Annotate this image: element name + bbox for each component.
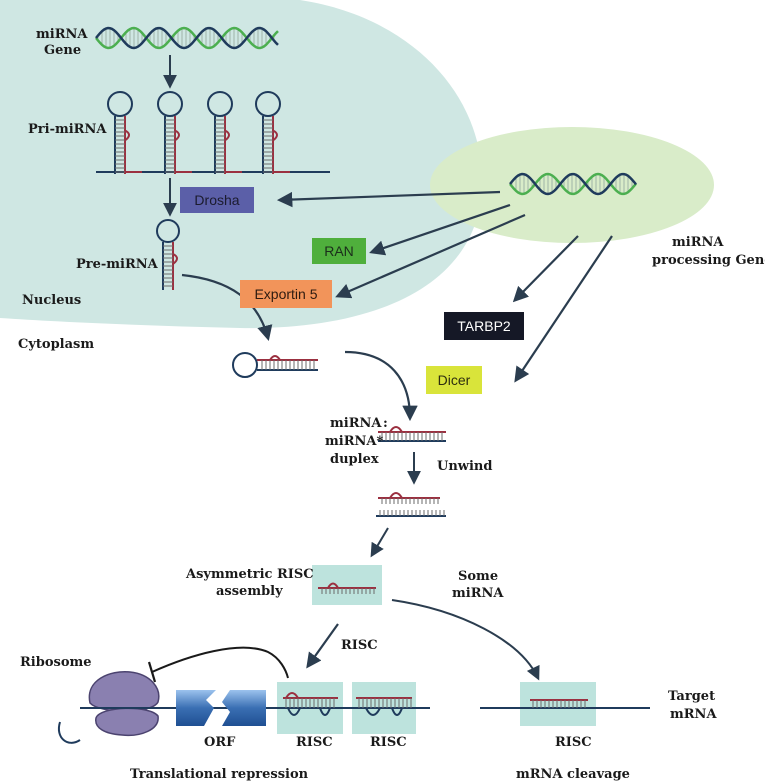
- mirna-gene-label-1: miRNA: [36, 27, 88, 42]
- cytoplasmic-pre-mirna: [232, 352, 318, 378]
- ran-box: [312, 238, 366, 264]
- duplex-label-2: miRNA*: [325, 434, 383, 449]
- mrna-cleavage-label: mRNA cleavage: [516, 767, 630, 782]
- exportin-box: [240, 280, 332, 308]
- some-mirna-label-2: miRNA: [452, 586, 504, 601]
- arrow-dicer-curve: [344, 350, 418, 422]
- nucleus-label: Nucleus: [22, 293, 81, 308]
- arrow-to-risc-assembly: [370, 527, 389, 558]
- duplex-label-1: miRNA: [330, 416, 382, 431]
- pre-mirna-hairpin: [156, 219, 180, 290]
- risc-3-mirna: [530, 699, 588, 708]
- arrow-to-ran: [369, 203, 511, 256]
- target-mrna-label-1: Target: [668, 689, 715, 704]
- tarbp2-box: [444, 312, 524, 340]
- risc-2-mirna: [356, 697, 412, 716]
- mirna-gene-dna-icon: [95, 26, 279, 50]
- risc-assembly-mirna: [318, 582, 376, 594]
- risc-label-2: RISC: [370, 735, 407, 750]
- duplex-colon: :: [383, 416, 388, 431]
- arrow-to-repression: [306, 623, 339, 669]
- risc-1-mirna: [283, 692, 338, 716]
- asymmetric-risc-label-2: assembly: [216, 584, 283, 599]
- risc-label-1: RISC: [296, 735, 333, 750]
- tarbp2-label: TARBP2: [457, 318, 511, 334]
- dicer-label: Dicer: [438, 372, 471, 388]
- dicer-box: [426, 366, 482, 394]
- duplex-label-3: duplex: [330, 452, 379, 467]
- translational-repression-label: Translational repression: [130, 767, 309, 782]
- mirna-gene-label-2: Gene: [44, 43, 81, 58]
- processing-gene-label-2: processing Gene: [652, 253, 765, 268]
- unwind-label: Unwind: [437, 459, 492, 474]
- arrow-to-exportin: [335, 213, 526, 299]
- cytoplasm-label: Cytoplasm: [18, 337, 94, 352]
- arrow-to-drosha: [276, 190, 501, 208]
- orf-label: ORF: [204, 735, 236, 750]
- mirna-duplex: [378, 426, 446, 442]
- processing-gene-dna-icon: [509, 172, 637, 196]
- ribosome-icon: [57, 671, 160, 744]
- target-mrna-label-2: mRNA: [670, 707, 717, 722]
- inhibition-bar: [147, 661, 157, 683]
- risc-arrow-label: RISC: [341, 638, 378, 653]
- pre-mirna-label: Pre-miRNA: [76, 257, 159, 272]
- asymmetric-risc-label-1: Asymmetric RISC: [185, 567, 314, 582]
- pri-mirna-hairpins: [107, 91, 290, 174]
- arrow-to-cleavage: [391, 599, 540, 681]
- inhibition-line: [151, 646, 289, 679]
- arrow-to-dicer: [514, 235, 613, 383]
- processing-gene-label-1: miRNA: [672, 235, 724, 250]
- unwound-strands: [376, 492, 446, 517]
- ran-label: RAN: [324, 243, 354, 259]
- ribosome-label: Ribosome: [20, 655, 92, 670]
- risc-label-3: RISC: [555, 735, 592, 750]
- exportin-label: Exportin 5: [254, 286, 317, 302]
- drosha-label: Drosha: [194, 192, 239, 208]
- pri-mirna-label: Pri-miRNA: [28, 122, 107, 137]
- orf-box: [176, 690, 266, 726]
- risc-assembly-box: [312, 565, 382, 605]
- arrow-export-curve: [181, 273, 273, 341]
- some-mirna-label-1: Some: [458, 569, 498, 584]
- arrow-to-tarbp2: [512, 235, 579, 303]
- drosha-box: [180, 187, 254, 213]
